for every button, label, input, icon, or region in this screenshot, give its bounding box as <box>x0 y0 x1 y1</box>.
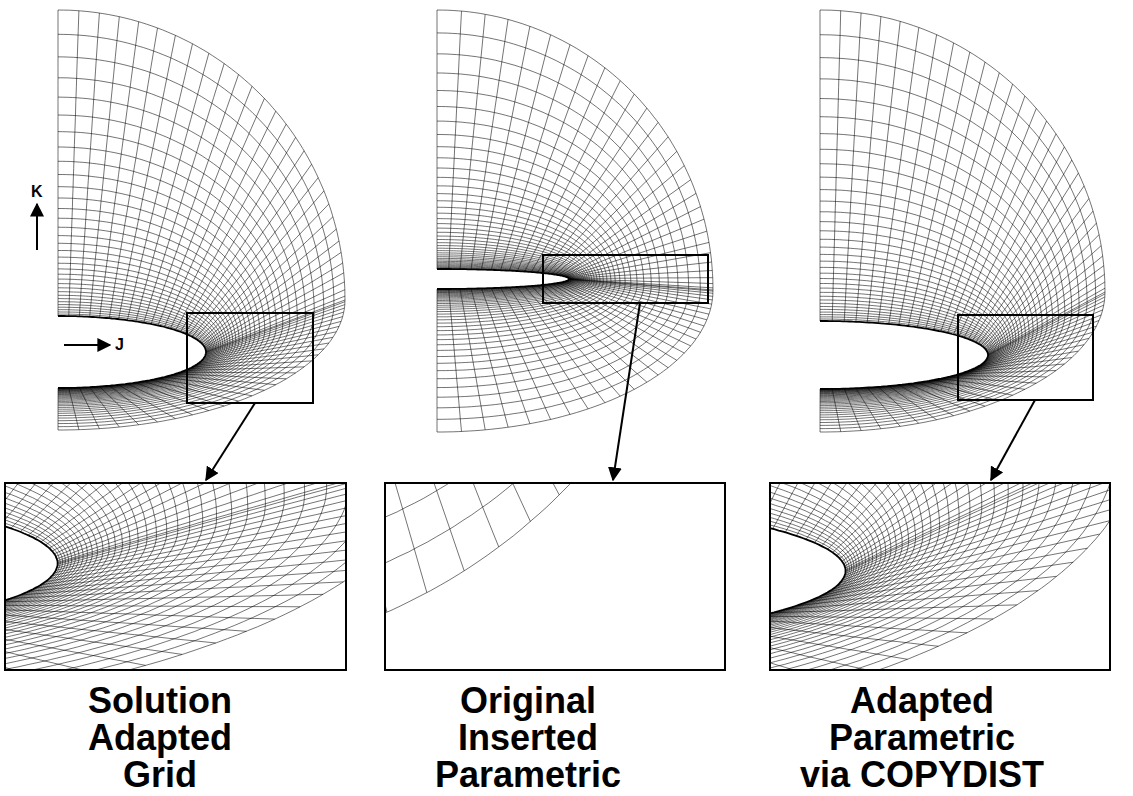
caption-text: Adapted Parametric via COPYDIST <box>790 682 1054 793</box>
k-direction-arrow <box>36 204 38 250</box>
body-surface <box>437 269 569 289</box>
caption-text: Original Inserted Parametric <box>422 682 634 793</box>
adapted-parametric-grid <box>820 10 1105 432</box>
zoom-arrow <box>613 303 640 480</box>
zoom-frame <box>5 483 346 670</box>
body-surface <box>58 316 206 388</box>
axis-label: J <box>115 336 124 354</box>
zoom-region <box>187 313 313 403</box>
original-parametric-grid <box>437 10 713 432</box>
zoom-grid <box>385 483 722 661</box>
zoom-arrow <box>206 403 255 480</box>
caption-text: Solution Adapted Grid <box>70 682 250 793</box>
zoom-region <box>543 255 708 303</box>
zoom-frame <box>770 483 1110 670</box>
zoom-region <box>958 315 1093 400</box>
body-surface <box>820 321 988 389</box>
grid-lines <box>58 10 345 430</box>
zoom-grid <box>770 483 1110 670</box>
zoom-arrow <box>991 400 1035 480</box>
solution-adapted-grid <box>58 10 345 430</box>
grid-lines <box>437 10 713 432</box>
j-direction-arrow <box>64 344 110 346</box>
grid-lines <box>820 10 1105 432</box>
zoom-frame <box>385 483 725 670</box>
axis-label: K <box>31 183 43 201</box>
zoom-grid <box>5 483 346 670</box>
